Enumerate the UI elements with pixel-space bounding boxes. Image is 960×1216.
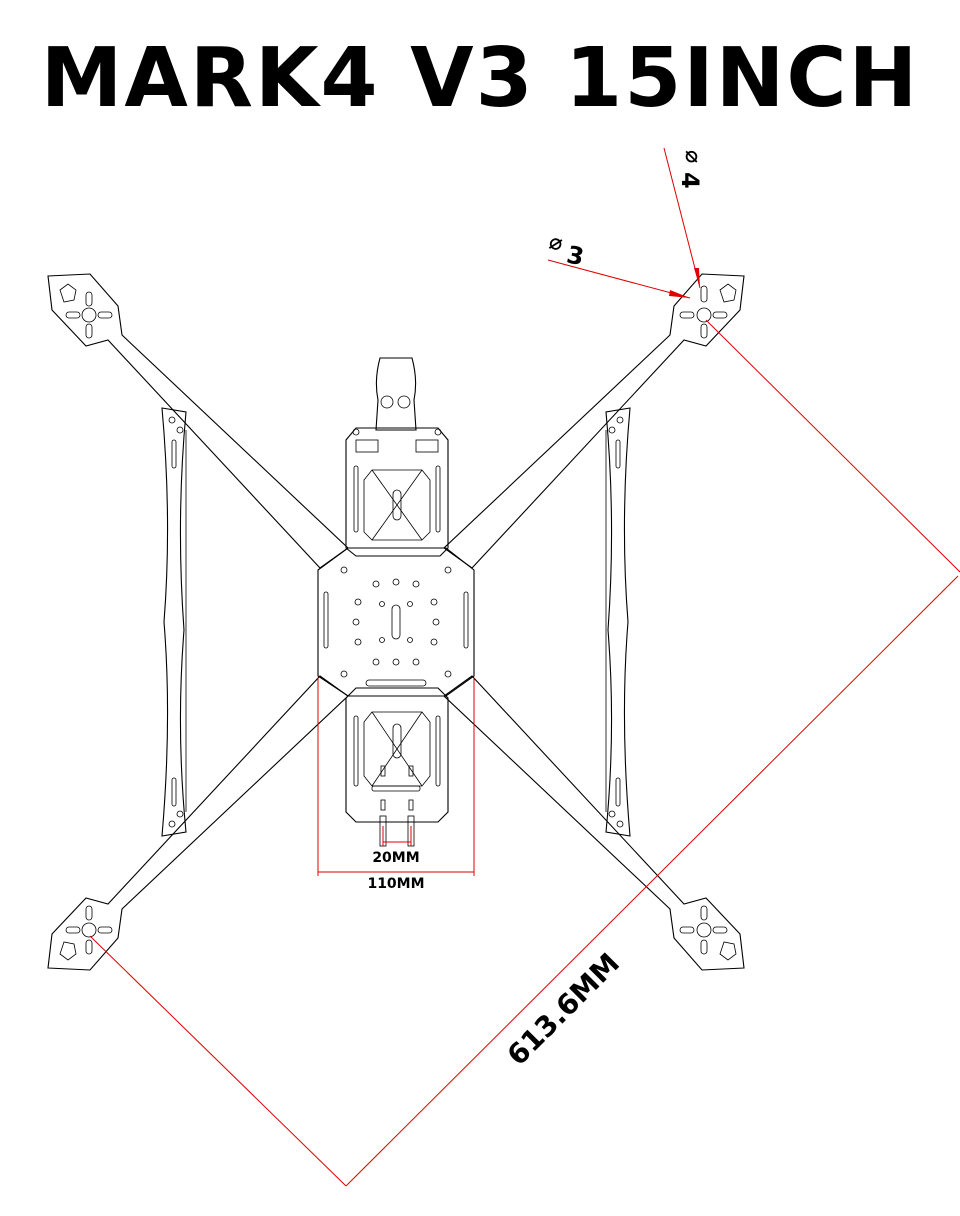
- diameter-symbol-icon: ⌀: [547, 229, 565, 256]
- label-stack-spacing: 20MM: [372, 850, 419, 866]
- diagram-title: MARK4 V3 15INCH: [40, 31, 920, 126]
- arm-rear-left: [47, 675, 349, 971]
- label-hole-3: ⌀ 3: [547, 229, 587, 271]
- motor-mount-rear-left: [59, 905, 113, 961]
- arm-rear-right: [443, 675, 745, 971]
- motor-mount-rear-right: [679, 905, 737, 961]
- dimension-frame-width: [317, 678, 475, 876]
- dimension-hole-3: [547, 259, 691, 299]
- arm-front-right: [443, 273, 745, 569]
- dimension-wheelbase: [89, 319, 960, 1187]
- diameter-symbol-icon: ⌀: [680, 150, 705, 163]
- camera-mount: [375, 357, 417, 431]
- bottom-plate-rear: [345, 679, 449, 847]
- top-plate-front: [345, 427, 449, 557]
- label-hole-4-value: 4: [676, 172, 704, 189]
- arm-front-left: [47, 273, 349, 569]
- label-frame-width: 110MM: [367, 876, 424, 892]
- center-plate: [317, 547, 475, 697]
- dimension-hole-4: [663, 147, 701, 289]
- side-brace-left: [161, 407, 187, 837]
- dimension-stack-spacing: [382, 826, 412, 846]
- side-brace-right: [605, 407, 631, 837]
- label-hole-4: ⌀ 4: [676, 150, 705, 189]
- label-wheelbase: 613.6MM: [501, 947, 626, 1072]
- label-hole-3-value: 3: [564, 240, 586, 271]
- motor-mount-front-left: [59, 283, 113, 339]
- motor-mount-front-right: [679, 283, 737, 339]
